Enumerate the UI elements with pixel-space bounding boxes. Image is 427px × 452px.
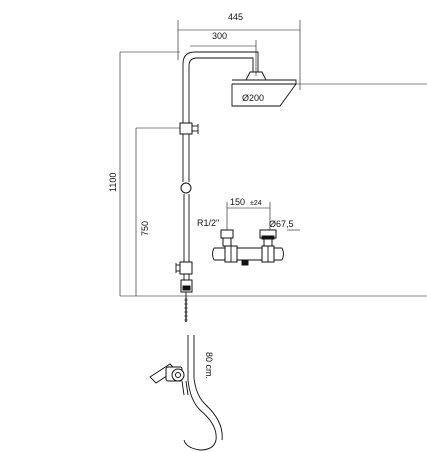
dimension-1100: 1100 <box>108 51 180 296</box>
dimension-445-label: 445 <box>228 12 243 22</box>
thermostatic-mixer: 150 ±24 R1/2" Ø67,5 <box>197 197 300 266</box>
dimension-750: 750 <box>135 127 180 296</box>
shower-arm <box>182 51 259 130</box>
dimension-1100-label: 1100 <box>108 173 118 192</box>
slider-knob <box>180 182 192 194</box>
hose-length-label: 80 cm. <box>204 352 214 379</box>
shower-head: Ø200 <box>231 71 427 107</box>
escutcheon-diameter-label: Ø67,5 <box>269 219 294 229</box>
upper-wall-bracket <box>179 122 199 135</box>
hand-shower-hose: 80 cm. <box>183 298 223 451</box>
dimension-445: 445 <box>177 12 301 90</box>
inlet-tolerance-label: ±24 <box>250 200 262 207</box>
hand-shower <box>149 363 189 396</box>
head-diameter-label: Ø200 <box>242 93 264 103</box>
dimension-300: 300 <box>190 31 257 76</box>
inlet-thread-label: R1/2" <box>197 218 219 228</box>
dimension-300-label: 300 <box>212 31 227 41</box>
riser-pipe <box>182 130 190 290</box>
lower-wall-bracket <box>175 261 193 275</box>
inlet-centres-label: 150 <box>230 197 245 207</box>
diverter-block <box>180 279 193 298</box>
dimension-750-label: 750 <box>140 221 150 236</box>
